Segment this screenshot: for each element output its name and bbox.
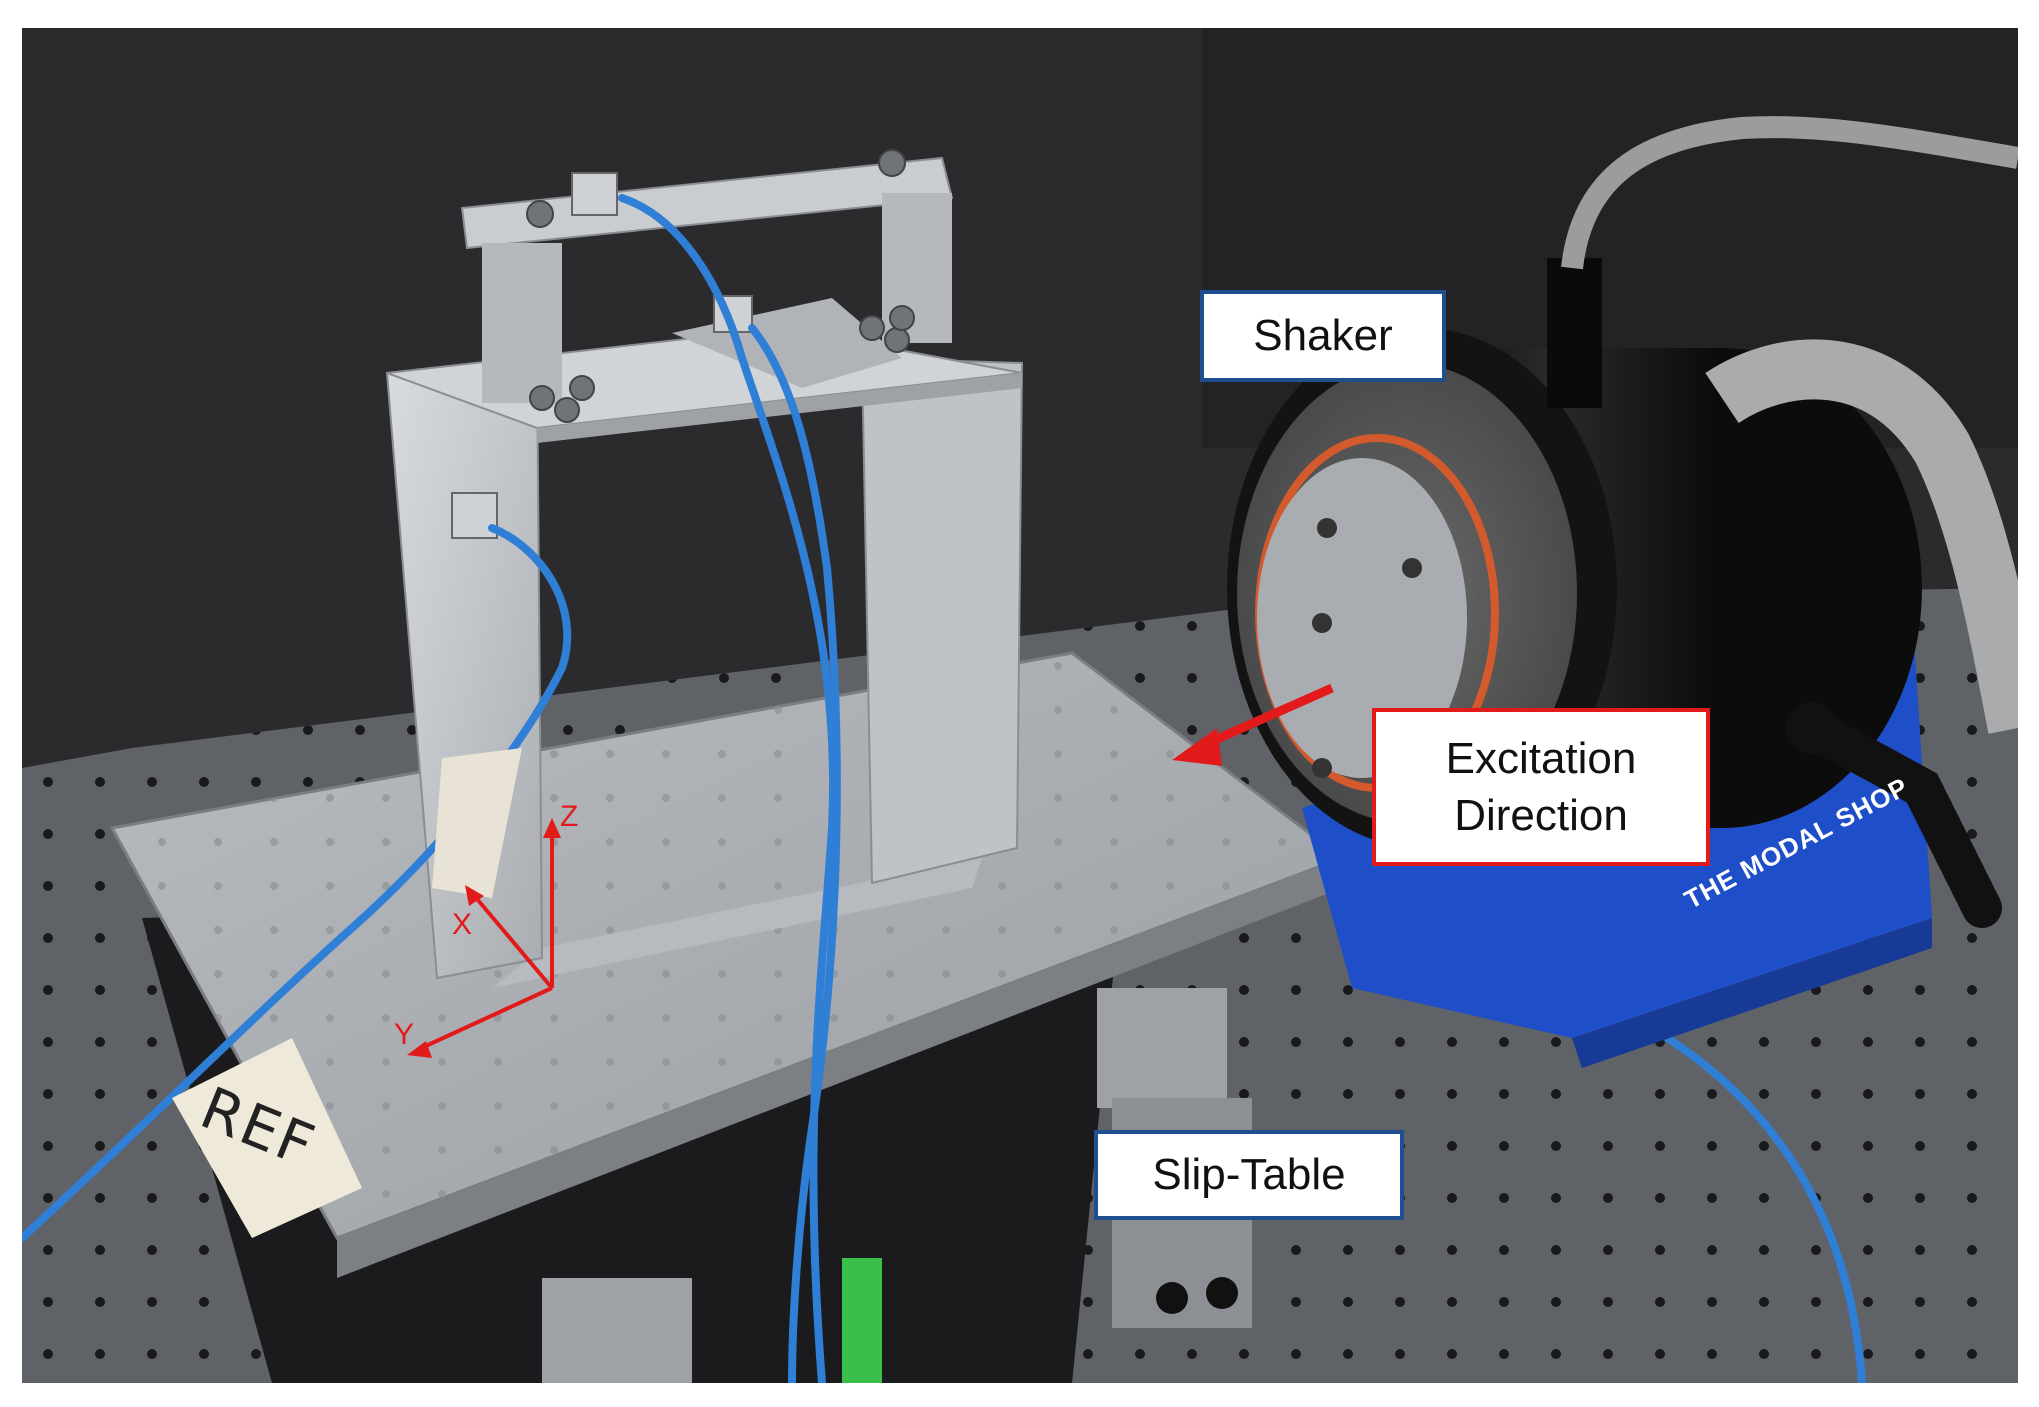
excitation-callout-line2: Direction [1454, 791, 1628, 840]
axis-label-x: X [452, 908, 473, 941]
photo-frame: Z X Y REF THE MODAL SHOP Shaker Excitati… [22, 28, 2018, 1383]
slip-table-callout: Slip-Table [1094, 1130, 1404, 1220]
excitation-arrow-head [1172, 728, 1222, 766]
axis-label-z: Z [560, 800, 579, 833]
green-tape [842, 1258, 882, 1383]
shaker-callout: Shaker [1200, 290, 1446, 382]
trunnion-handle [1792, 708, 2002, 928]
fixture-base-plate [492, 858, 982, 988]
shaker-callout-label: Shaker [1253, 311, 1393, 361]
excitation-arrow-shaft [1195, 683, 1334, 753]
fixture-right-wall [860, 356, 1024, 885]
excitation-callout-line1: Excitation [1445, 733, 1637, 783]
axis-label-y: Y [394, 1018, 415, 1051]
corrugated-hose [1705, 339, 2018, 734]
lab-photo [22, 28, 2018, 1383]
cable-tape [432, 748, 522, 898]
coordinate-axes [407, 818, 561, 1058]
shaker-connector [1547, 258, 1602, 408]
excitation-direction-callout: Excitation Direction [1372, 708, 1710, 866]
ref-tape [172, 1038, 362, 1238]
power-cable [1561, 116, 2018, 270]
slip-table-callout-label: Slip-Table [1152, 1150, 1346, 1200]
bolts [526, 149, 915, 423]
